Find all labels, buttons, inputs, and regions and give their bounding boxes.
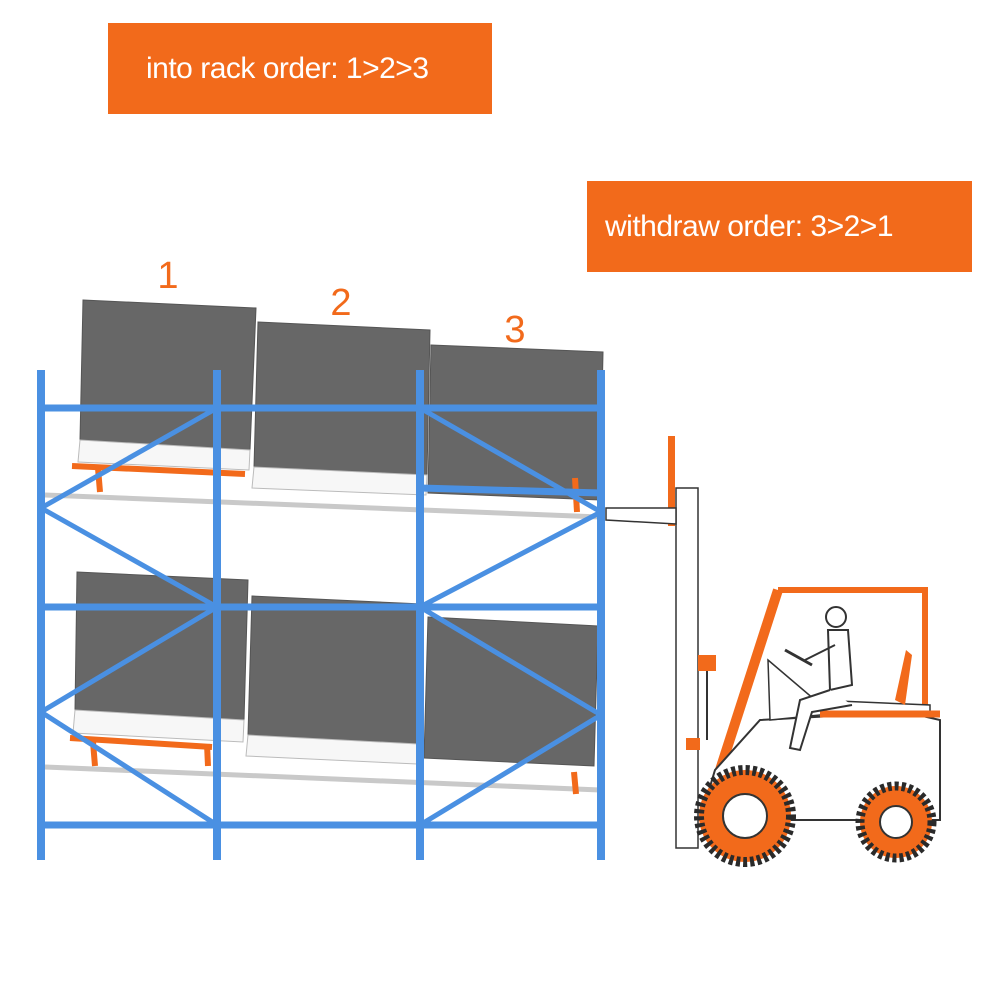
roller-lanes	[44, 492, 601, 793]
pallet-icon	[251, 321, 431, 496]
forklift-icon	[605, 436, 941, 867]
pallet-icon	[245, 595, 423, 765]
pallet-icon	[423, 616, 599, 767]
withdraw-order-text: withdraw order: 3>2>1	[605, 209, 894, 243]
rear-wheel	[855, 781, 937, 863]
into-rack-order-banner: into rack order: 1>2>3	[108, 23, 492, 114]
into-rack-order-text: into rack order: 1>2>3	[146, 51, 429, 85]
bay-label-2: 2	[330, 282, 351, 324]
pallet-icon	[77, 299, 257, 471]
pallet-icon	[427, 344, 604, 501]
pallet-icon	[72, 571, 249, 743]
withdraw-order-banner: withdraw order: 3>2>1	[587, 181, 972, 272]
rack-icon	[37, 370, 605, 860]
bay-label-1: 1	[157, 255, 178, 297]
front-wheel	[694, 765, 796, 867]
bay-label-3: 3	[504, 309, 525, 351]
operator-icon	[788, 606, 854, 752]
